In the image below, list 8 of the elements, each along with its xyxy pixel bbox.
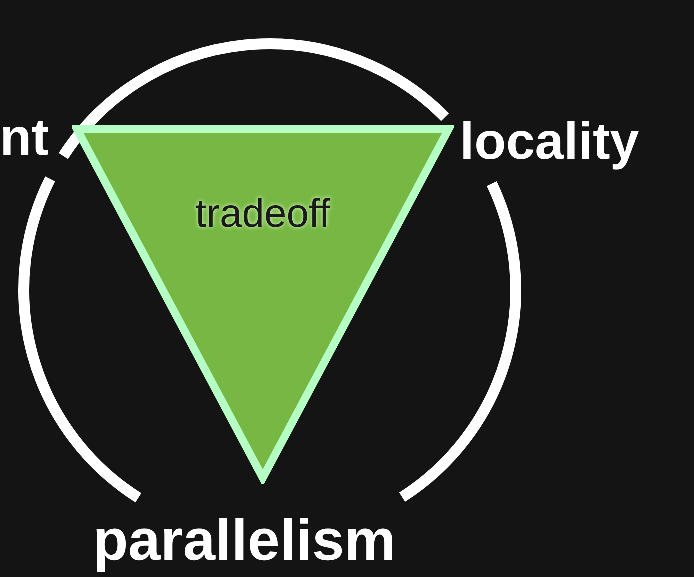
circle-arc bbox=[59, 38, 449, 160]
triangle-label: tradeoff bbox=[194, 194, 332, 234]
concept-label: parallelism bbox=[93, 512, 396, 570]
concept-label: nt bbox=[0, 112, 50, 164]
concept-label: locality bbox=[460, 116, 640, 168]
circle-arc bbox=[399, 182, 522, 502]
circle-arc bbox=[18, 176, 142, 502]
triangle-shape bbox=[72, 124, 454, 484]
